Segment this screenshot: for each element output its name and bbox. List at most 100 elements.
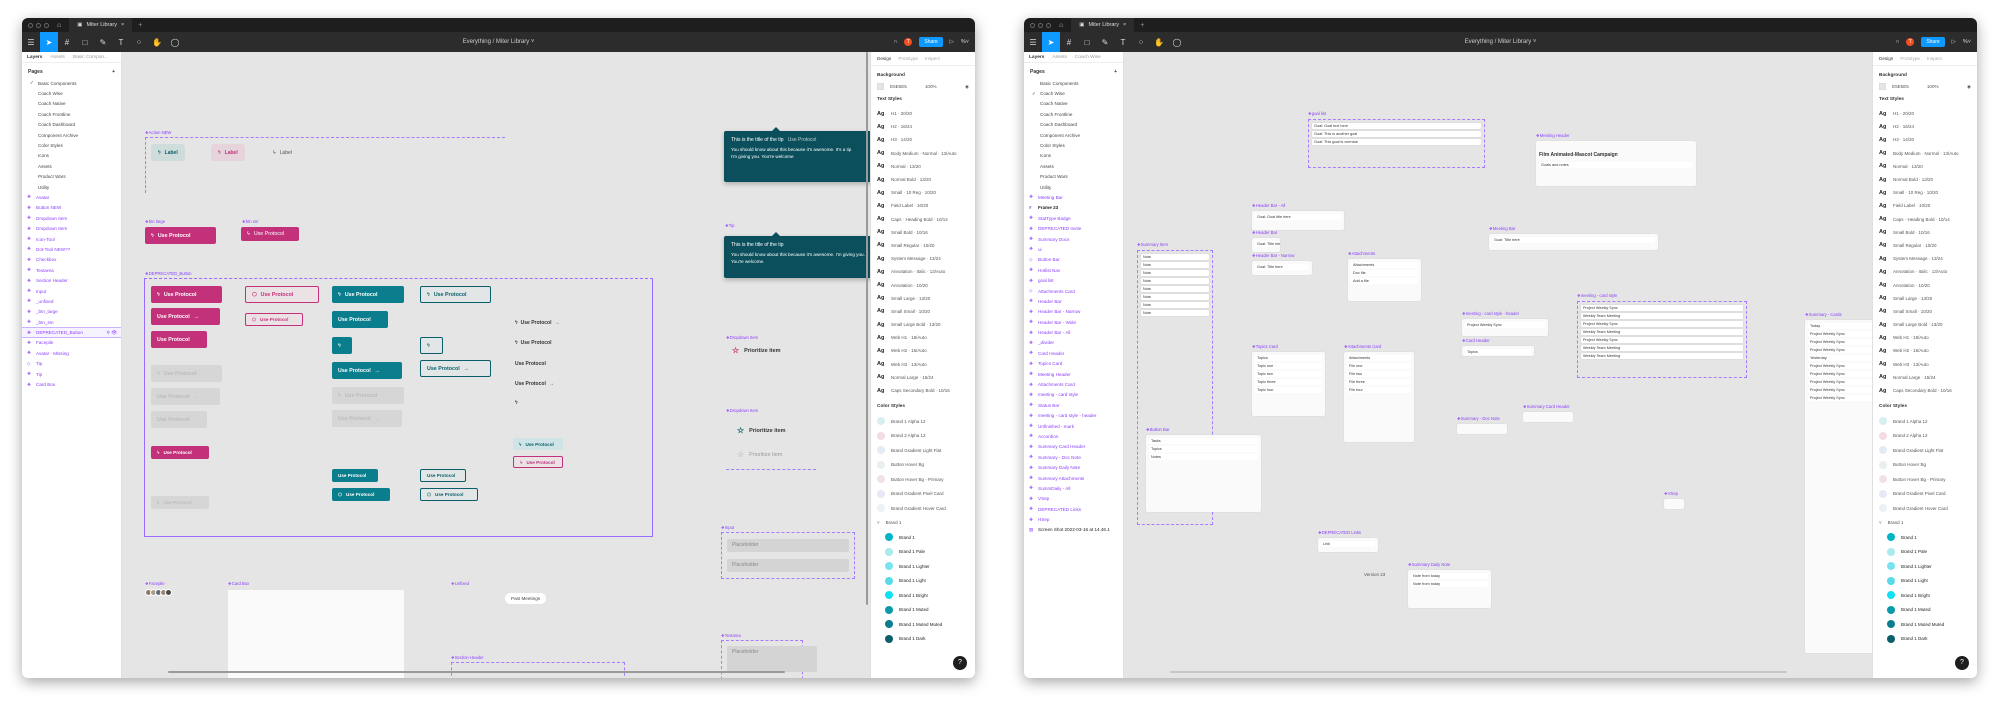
frame-label[interactable]: Card Header [1462,338,1490,343]
dropdown-item-disabled[interactable]: ☆Prioritize item [737,450,782,459]
layer-item[interactable]: ❖Avatar [22,192,121,202]
panel-tab[interactable]: Design [1879,56,1894,61]
layer-item[interactable]: ❖Section Header [22,275,121,285]
textarea-field[interactable]: Placeholder [727,646,817,672]
frame-tool-icon[interactable]: # [64,37,70,47]
layer-actions-icon[interactable]: ⚲ 👁 [106,329,117,335]
hand-tool-icon[interactable]: ✋ [152,37,162,47]
layer-item[interactable]: ❖_divider [1024,338,1123,348]
page-item[interactable]: Component Archive [22,130,121,140]
frame-label-cardbox[interactable]: Card Box [228,581,249,586]
use-protocol-button[interactable]: Use Protocol [332,311,388,328]
color-style-item[interactable]: Brand Gradient Pixel Card [1879,487,1971,502]
sidebar-tab[interactable]: Layers [27,54,43,60]
color-style-item[interactable]: Brand 1 [877,530,969,545]
frame-tool-icon[interactable]: # [1066,37,1072,47]
color-style-item[interactable]: Brand 1 Muted [1879,603,1971,618]
sidebar-tab[interactable]: Assets [1052,54,1067,60]
layer-item[interactable]: ❖Attachments Card [1024,379,1123,389]
use-protocol-button[interactable]: ⬡Use Protocol [245,286,319,303]
layer-item[interactable]: ❖DEPRECATED Links [1024,504,1123,514]
color-style-item[interactable]: Button Hover Bg [877,458,969,473]
layer-item[interactable]: ❖Header Bar - All [1024,327,1123,337]
page-item[interactable]: Coach Frontline [22,109,121,119]
background-opacity[interactable]: 100% [1926,84,1939,89]
new-tab-button[interactable]: + [138,21,143,29]
headphones-icon[interactable]: ∩ [1895,39,1900,45]
comment-tool-icon[interactable]: ◯ [1172,37,1182,47]
color-style-item[interactable]: Brand 1 Light [877,574,969,589]
color-style-item[interactable]: Button Hover Bg [1879,458,1971,473]
frame-label[interactable]: meeting - card style - header [1462,311,1519,316]
zoom-menu[interactable]: %˅ [1962,39,1971,45]
help-button[interactable]: ? [953,656,967,670]
use-protocol-button[interactable]: Use Protocol→ [151,388,220,405]
use-protocol-button[interactable]: ϟ [420,337,443,354]
frame-label-btn-large[interactable]: btn large [145,219,165,224]
user-avatar[interactable]: T [1906,38,1915,46]
color-style-item[interactable]: Brand 1 Alpha 12 [877,414,969,429]
color-style-item[interactable]: Brand Gradient Pixel Card [877,487,969,502]
page-item[interactable]: Utility [22,182,121,192]
page-item[interactable]: ✓Basic Components [22,78,121,88]
color-style-item[interactable]: Brand 1 Lighter [1879,559,1971,574]
frame-label[interactable]: Header Bar - Narrow [1252,253,1295,258]
eye-icon[interactable]: ◉ [964,83,969,89]
use-protocol-button[interactable]: Use Protocol [420,469,466,482]
frame-label[interactable]: Attachments Card [1344,344,1382,349]
panel-tab[interactable]: Prototype [1900,56,1920,61]
page-item[interactable]: Basic Components [1024,78,1123,88]
input-field[interactable]: Placeholder [727,539,849,552]
page-item[interactable]: Assets [1024,161,1123,171]
use-protocol-button[interactable]: ⬡Use Protocol [332,488,390,501]
panel-tab[interactable]: Design [877,56,892,61]
headphones-icon[interactable]: ∩ [893,39,898,45]
use-protocol-button[interactable]: ⬡Use Protocol [245,313,303,326]
close-tab-icon[interactable]: × [1123,22,1127,28]
color-style-item[interactable]: Brand 1 Muted [877,603,969,618]
layer-item[interactable]: ◇Button Bar [1024,255,1123,265]
color-style-item[interactable]: Brand Gradient Hover Card [1879,501,1971,516]
layer-item[interactable]: ❖Summary Attachments [1024,473,1123,483]
layer-item[interactable]: ❖Textarea [22,265,121,275]
layer-item[interactable]: ❖Header Bar - Wide [1024,317,1123,327]
color-style-item[interactable]: Brand 1 Pale [877,545,969,560]
frame-label-action[interactable]: Action NEW [145,130,172,135]
layer-item[interactable]: ❖Status Bar [1024,400,1123,410]
new-tab-button[interactable]: + [1140,21,1145,29]
frame-label-dropdown-2[interactable]: Dropdown Item [726,408,758,413]
page-item[interactable]: Coach Native [1024,99,1123,109]
color-group[interactable]: ˅Brand 1 [877,516,969,531]
layer-item[interactable]: ❖Summary Card Header [1024,442,1123,452]
frame-label[interactable]: VSep [1664,491,1678,496]
frame-label[interactable]: Summary Daily Note [1408,562,1450,567]
background-hex[interactable]: E5E5E5 [1892,84,1909,89]
move-tool-icon[interactable]: ➤ [1042,32,1060,52]
text-button[interactable]: Use Protocol→ [515,381,554,387]
use-protocol-button[interactable]: Use Protocol [332,469,378,482]
